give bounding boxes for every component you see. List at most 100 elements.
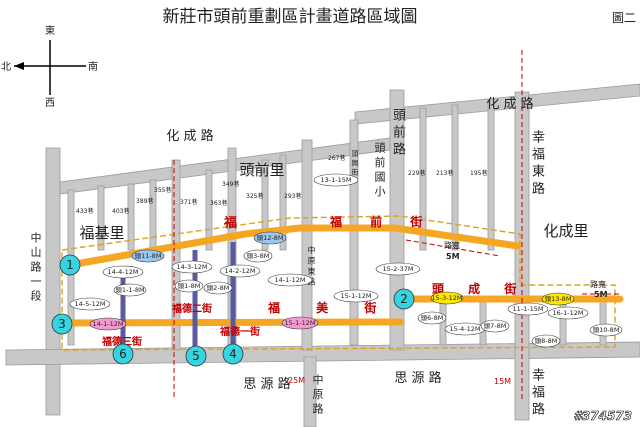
fuqian-street-road	[66, 224, 522, 269]
segment-j7-8: 頭7-8M	[480, 319, 510, 333]
map-title: 新莊市頭前重劃區計畫道路區域圖	[163, 7, 418, 27]
segment-j3-8: 頭3-8M	[243, 249, 273, 263]
svg-text:頭7-8M: 頭7-8M	[484, 322, 507, 330]
svg-text:5: 5	[192, 349, 200, 363]
plan-boundary	[61, 215, 616, 351]
numbered-markers: 1 2 3 4 5 6	[51, 254, 415, 367]
watermark: #374573	[574, 409, 632, 423]
svg-text:頭3-8M: 頭3-8M	[247, 252, 270, 260]
road-zhongyuan-south: 中 原 路	[311, 374, 324, 414]
compass: 東 北 南 西	[1, 24, 98, 109]
compass-east: 東	[45, 24, 55, 37]
lane-363: 363巷	[210, 199, 227, 207]
width-mid-value: 5M	[446, 252, 460, 261]
street-fumei: 福 美 街	[267, 300, 392, 315]
segment-11-1-15: 11-1-15M	[507, 302, 549, 316]
segment-13-1-15: 13-1-15M	[313, 173, 359, 187]
svg-text:14-4-12M: 14-4-12M	[108, 268, 139, 276]
marker-5: 5	[185, 345, 207, 367]
width-notes: 路寬 5M 路寬 5M 25M 15M	[288, 240, 608, 386]
svg-text:15-2-37M: 15-2-37M	[383, 265, 414, 273]
segment-15-3-12: 15-3-12M	[430, 291, 464, 305]
lane-371: 371巷	[180, 198, 197, 206]
road-siyuan-left: 思 源 路	[243, 376, 290, 392]
marker-2: 2	[393, 288, 415, 310]
width-south-right: 15M	[494, 377, 511, 386]
road-xingfu: 幸 福 路	[529, 368, 544, 416]
svg-text:頭8-8M: 頭8-8M	[535, 337, 558, 345]
svg-text:頭2-8M: 頭2-8M	[207, 284, 230, 292]
lane-433: 433巷	[76, 207, 93, 215]
width-right-value: 5M	[594, 290, 608, 299]
width-south-left: 25M	[288, 376, 305, 385]
svg-text:14-1-12M: 14-1-12M	[93, 320, 124, 328]
width-right-label: 路寬	[590, 279, 606, 289]
svg-text:6: 6	[119, 347, 127, 361]
vertical-road-labels: 頭 前 路 幸 福 東 路 幸 福 路 中 山 路 一 段 中 原 路 中 原 …	[29, 108, 544, 416]
road-siyuan-right: 思 源 路	[394, 370, 441, 386]
segment-j1-8: 頭1-8M	[174, 279, 204, 293]
compass-south: 南	[88, 60, 98, 73]
svg-text:頭13-8M: 頭13-8M	[545, 295, 572, 303]
compass-west: 西	[45, 98, 55, 109]
road-huacheng-mid: 化 成 路	[166, 128, 213, 144]
road-touxing: 頭 興 街	[351, 150, 359, 176]
road-labels: 化 成 路 化 成 路 思 源 路 思 源 路 福	[166, 96, 533, 392]
segment-j8-8: 頭8-8M	[531, 334, 561, 348]
area-huacheng-li: 化成里	[543, 222, 588, 240]
svg-text:2: 2	[400, 292, 408, 306]
svg-text:16-1-12M: 16-1-12M	[553, 309, 584, 317]
reference-lines	[173, 50, 620, 400]
svg-text:15-1-12M: 15-1-12M	[341, 292, 372, 300]
street-fude-yi: 福德一街	[219, 325, 260, 338]
svg-text:4: 4	[229, 347, 237, 361]
svg-text:14-5-12M: 14-5-12M	[75, 300, 106, 308]
area-touqian-li: 頭前里	[239, 161, 284, 179]
street-fude-san: 福德三街	[101, 335, 142, 348]
lane-labels: 267巷 229巷 213巷 195巷 355巷 349巷 325巷 293巷 …	[76, 154, 487, 215]
lane-213: 213巷	[436, 169, 453, 177]
svg-text:14-2-12M: 14-2-12M	[225, 267, 256, 275]
segment-j10-8: 頭10-8M	[589, 323, 623, 337]
road-huacheng-top: 化 成 路	[486, 96, 533, 112]
segment-15-1-12-pink: 15-1-12M	[281, 316, 319, 330]
lane-267: 267巷	[328, 154, 345, 162]
marker-6: 6	[112, 343, 134, 365]
segment-labels: 13-1-15M 15-2-37M 14-4-12M 14-3-12M 14-2…	[69, 173, 623, 348]
street-fude-er: 福德二街	[171, 302, 212, 315]
segment-j2-8: 頭2-8M	[203, 281, 233, 295]
svg-text:13-1-15M: 13-1-15M	[321, 176, 352, 184]
marker-1: 1	[59, 254, 81, 276]
lane-389: 389巷	[136, 197, 153, 205]
segment-15-4-12: 15-4-12M	[444, 322, 486, 336]
marker-3: 3	[51, 313, 73, 335]
lane-403: 403巷	[112, 207, 129, 215]
lane-355: 355巷	[154, 186, 171, 194]
lane-195: 195巷	[470, 169, 487, 177]
segment-j13-8: 頭13-8M	[541, 292, 575, 306]
road-zhongshan: 中 山 路 一 段	[29, 232, 42, 301]
road-xingfu-dong: 幸 福 東 路	[529, 130, 544, 195]
figure-label: 圖二	[612, 11, 636, 25]
svg-text:15-3-12M: 15-3-12M	[432, 294, 463, 302]
segment-15-1-12-top: 15-1-12M	[333, 289, 379, 303]
svg-text:14-1-12M: 14-1-12M	[275, 276, 306, 284]
width-mid-label: 路寬	[444, 240, 460, 250]
segment-14-5-12: 14-5-12M	[69, 297, 111, 311]
marker-4: 4	[222, 343, 244, 365]
svg-text:頭1-1-8M: 頭1-1-8M	[115, 286, 144, 294]
road-fuqian-fu: 福	[223, 215, 237, 231]
svg-text:頭6-8M: 頭6-8M	[421, 314, 444, 322]
segment-14-4-12: 14-4-12M	[102, 265, 144, 279]
segment-j1-1-8: 頭1-1-8M	[113, 283, 147, 297]
svg-text:3: 3	[58, 317, 66, 331]
segment-14-3-12: 14-3-12M	[171, 260, 213, 274]
segment-14-2-12: 14-2-12M	[219, 264, 261, 278]
svg-text:14-3-12M: 14-3-12M	[177, 263, 208, 271]
road-zhongyuan-east: 中 原 東 路	[307, 246, 316, 286]
area-fuji-li: 福基里	[79, 224, 124, 242]
north-arrow-icon	[14, 62, 24, 70]
segment-j11-8: 頭11-8M	[131, 249, 165, 263]
svg-text:頭10-8M: 頭10-8M	[593, 326, 620, 334]
